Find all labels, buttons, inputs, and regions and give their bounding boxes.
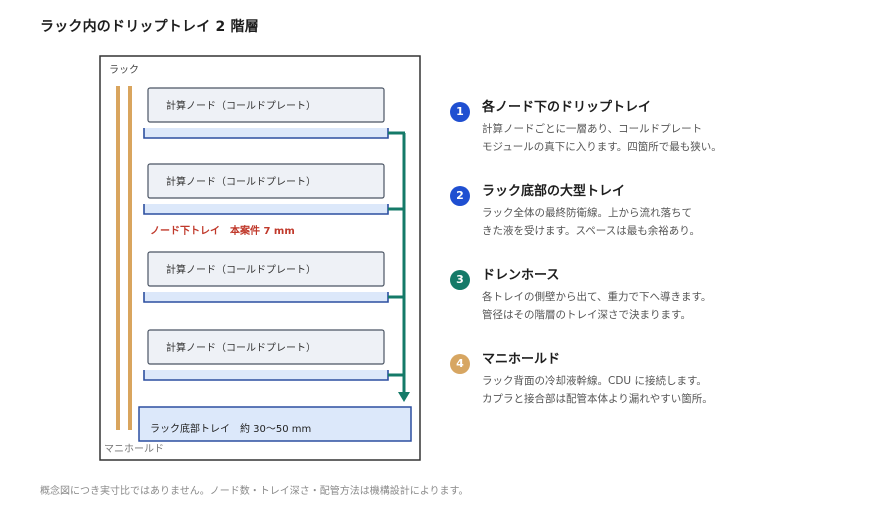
manifold-pipe-right xyxy=(128,86,132,430)
legend-item: 4 マニホールドラック背面の冷却液幹線。CDU に接続します。 カプラと接合部は配… xyxy=(450,348,870,432)
node-drip-tray xyxy=(143,128,389,139)
node-drip-tray xyxy=(143,292,389,303)
legend-item: 3 ドレンホース各トレイの側壁から出て、重力で下へ導きます。 管径はその階層のトレ… xyxy=(450,264,870,348)
compute-node xyxy=(147,329,385,365)
rack-label: ラック xyxy=(109,64,139,76)
legend-number-badge: 3 xyxy=(450,270,470,290)
legend-title: ラック底部の大型トレイ xyxy=(482,184,626,199)
drain-hose-arrow xyxy=(398,392,410,402)
node-drip-tray xyxy=(143,204,389,215)
legend-item: 1 各ノード下のドリップトレイ計算ノードごとに一層あり、コールドプレート モジュー… xyxy=(450,96,870,180)
footnote: 概念図につき実寸比ではありません。ノード数・トレイ深さ・配管方法は機構設計により… xyxy=(40,486,469,497)
compute-node-label: 計算ノード（コールドプレート） xyxy=(166,263,316,276)
legend-number-badge: 1 xyxy=(450,102,470,122)
compute-node-label: 計算ノード（コールドプレート） xyxy=(166,175,316,188)
node-stack: 計算ノード（コールドプレート） 計算ノード（コールドプレート） 計算ノード（コールド… xyxy=(143,87,405,381)
compute-node-label: 計算ノード（コールドプレート） xyxy=(166,341,316,354)
legend-title: 各ノード下のドリップトレイ xyxy=(482,100,652,115)
legend: 1 各ノード下のドリップトレイ計算ノードごとに一層あり、コールドプレート モジュー… xyxy=(450,96,870,432)
legend-item: 2 ラック底部の大型トレイラック全体の最終防衛線。上から流れ落ちて きた液を受けま… xyxy=(450,180,870,264)
legend-description: 各トレイの側壁から出て、重力で下へ導きます。 管径はその階層のトレイ深さで決まり… xyxy=(482,291,712,321)
legend-number-badge: 4 xyxy=(450,354,470,374)
bottom-tray xyxy=(138,406,412,442)
bottom-tray-label: ラック底部トレイ 約 30〜50 mm xyxy=(150,422,311,435)
node-drip-tray xyxy=(143,370,389,381)
compute-node-label: 計算ノード（コールドプレート） xyxy=(166,99,316,112)
legend-description: ラック全体の最終防衛線。上から流れ落ちて きた液を受けます。スペースは最も余裕あ… xyxy=(482,207,700,237)
legend-number-badge: 2 xyxy=(450,186,470,206)
manifold-pipe-left xyxy=(116,86,120,430)
node-tray-label: ノード下トレイ 本案件 7 mm xyxy=(150,224,295,237)
legend-description: 計算ノードごとに一層あり、コールドプレート モジュールの真下に入ります。四箇所で… xyxy=(482,123,722,153)
compute-node xyxy=(147,251,385,287)
manifold-label: マニホールド xyxy=(104,443,164,455)
page-title: ラック内のドリップトレイ 2 階層 xyxy=(40,19,259,35)
compute-node xyxy=(147,87,385,123)
legend-description: ラック背面の冷却液幹線。CDU に接続します。 カプラと接合部は配管本体より漏れ… xyxy=(482,375,713,405)
legend-title: マニホールド xyxy=(482,352,561,367)
legend-title: ドレンホース xyxy=(482,268,560,283)
compute-node xyxy=(147,163,385,199)
